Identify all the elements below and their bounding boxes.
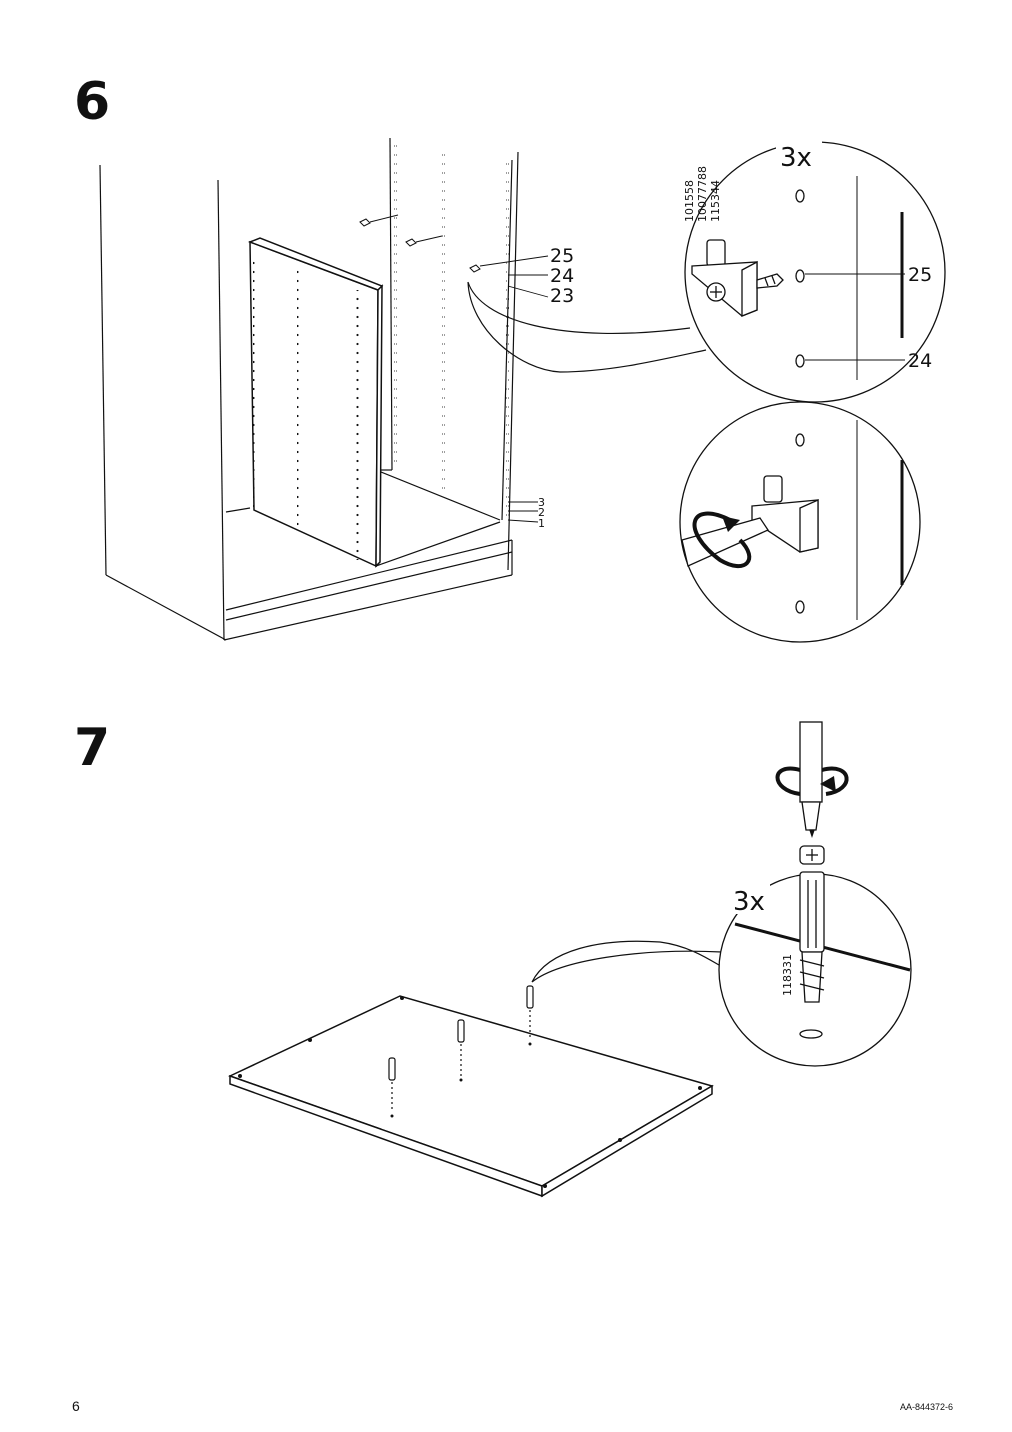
step-7-number: 7 xyxy=(74,718,111,778)
screwdriver xyxy=(799,721,825,865)
shelf-position-2: 2 xyxy=(538,506,545,519)
detail-label-25: 25 xyxy=(908,264,932,286)
detail-circle-top xyxy=(684,141,946,403)
hole-rows xyxy=(253,145,509,560)
quantity-label-step7: 3x xyxy=(733,887,765,917)
part-number-step7: 118331 xyxy=(781,954,794,996)
page-number: 6 xyxy=(72,1398,80,1414)
part-number-1: 101558 xyxy=(683,180,696,222)
detail-pointer-step6 xyxy=(467,281,707,373)
detail-pointer-step7 xyxy=(531,940,725,983)
callout-leaders xyxy=(479,255,549,523)
detail-label-24: 24 xyxy=(908,350,932,372)
shelf-position-1: 1 xyxy=(538,517,545,530)
detail-circle-bottom xyxy=(679,401,921,643)
step-6-number: 6 xyxy=(74,72,111,132)
panel-drawing xyxy=(228,995,714,1198)
callout-label-25: 25 xyxy=(550,245,574,267)
shelf-pins xyxy=(359,214,481,273)
part-number-2: 10077788 xyxy=(696,166,709,222)
rotation-arrow-icon xyxy=(775,766,849,796)
quantity-label-step6: 3x xyxy=(780,143,812,173)
panel-holes xyxy=(238,996,702,1188)
part-numbers-step6: 101558 10077788 115344 xyxy=(683,166,722,222)
callout-label-23: 23 xyxy=(550,285,574,307)
callout-label-24: 24 xyxy=(550,265,574,287)
detail-circle-step7 xyxy=(718,871,912,1067)
cabinet-drawing xyxy=(99,137,519,641)
part-number-3: 115344 xyxy=(709,180,722,222)
connector-bolts xyxy=(388,985,534,1112)
divider-panel xyxy=(247,237,384,568)
document-code: AA-844372-6 xyxy=(900,1402,954,1412)
shelf-position-3: 3 xyxy=(538,496,545,509)
